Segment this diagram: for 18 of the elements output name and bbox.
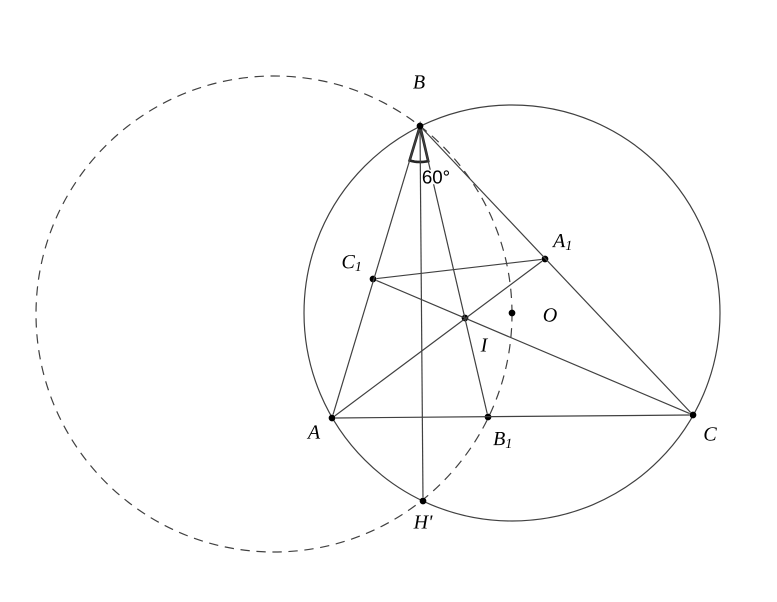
point-label: I	[480, 338, 488, 352]
point-label: C	[704, 427, 717, 441]
point-label: O	[544, 308, 557, 322]
angle-label: 60°	[421, 170, 451, 184]
segment	[422, 128, 691, 413]
segment	[332, 129, 420, 415]
point-label: B	[413, 75, 425, 89]
segment	[419, 130, 424, 498]
segment	[376, 258, 542, 280]
point-label: C$_{1}$	[342, 254, 360, 272]
point-label: H'	[413, 515, 433, 529]
segment	[336, 414, 690, 419]
segment	[334, 260, 542, 416]
point-label: A	[306, 425, 320, 439]
point-label: A$_{1}$	[552, 234, 571, 250]
segment	[376, 280, 690, 414]
point-label: B$_{1}$	[493, 432, 511, 448]
segment	[420, 129, 488, 414]
